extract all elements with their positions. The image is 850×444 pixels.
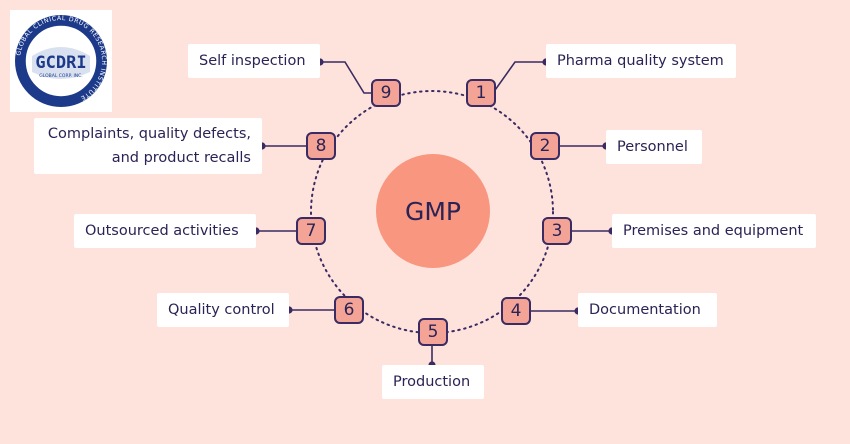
step-label-text: Self inspection: [199, 53, 306, 69]
step-number: 6: [343, 300, 355, 320]
step-label-5: Production: [382, 365, 484, 399]
step-label-2: Personnel: [606, 130, 702, 164]
step-number: 3: [551, 221, 563, 241]
step-label-text: Quality control: [168, 302, 275, 318]
step-number-badge-9: 9: [371, 79, 401, 107]
step-label-text: Documentation: [589, 302, 701, 318]
step-label-9: Self inspection: [188, 44, 320, 78]
step-number: 7: [305, 221, 317, 241]
logo-emblem-icon: GLOBAL CLINICAL DRUG RESEARCH INSTITUTE …: [15, 15, 107, 107]
logo-sub-text: GLOBAL CORP. INC.: [39, 73, 82, 79]
step-number-badge-5: 5: [418, 318, 448, 346]
step-label-text: Production: [393, 374, 471, 390]
center-label: GMP: [404, 196, 462, 226]
dotted-ring: [310, 90, 554, 334]
step-label-text: Premises and equipment: [623, 223, 804, 239]
step-label-1: Pharma quality system: [546, 44, 736, 78]
step-number-badge-2: 2: [530, 132, 560, 160]
step-number-badge-1: 1: [466, 79, 496, 107]
step-label-text: Pharma quality system: [557, 53, 724, 69]
step-number-badge-8: 8: [306, 132, 336, 160]
step-number: 2: [539, 136, 551, 156]
step-number: 1: [475, 83, 487, 103]
step-number-badge-4: 4: [501, 297, 531, 325]
step-number-badge-3: 3: [542, 217, 572, 245]
center-gmp-circle: GMP: [376, 154, 490, 268]
step-number: 9: [380, 83, 392, 103]
step-label-text: Complaints, quality defects,: [47, 126, 251, 142]
step-number: 5: [427, 322, 439, 342]
step-label-text: and product recalls: [111, 150, 251, 166]
step-number-badge-6: 6: [334, 296, 364, 324]
logo-text: GCDRI: [35, 53, 86, 73]
step-number: 8: [315, 136, 327, 156]
step-number-badge-7: 7: [296, 217, 326, 245]
step-label-text: Personnel: [617, 139, 688, 155]
step-number: 4: [510, 301, 522, 321]
step-label-6: Quality control: [157, 293, 289, 327]
step-label-text: Outsourced activities: [85, 223, 239, 239]
gcdri-logo: GLOBAL CLINICAL DRUG RESEARCH INSTITUTE …: [10, 10, 112, 112]
step-label-7: Outsourced activities: [74, 214, 256, 248]
step-label-8: Complaints, quality defects, and product …: [34, 118, 262, 174]
step-label-4: Documentation: [578, 293, 717, 327]
step-label-3: Premises and equipment: [612, 214, 816, 248]
